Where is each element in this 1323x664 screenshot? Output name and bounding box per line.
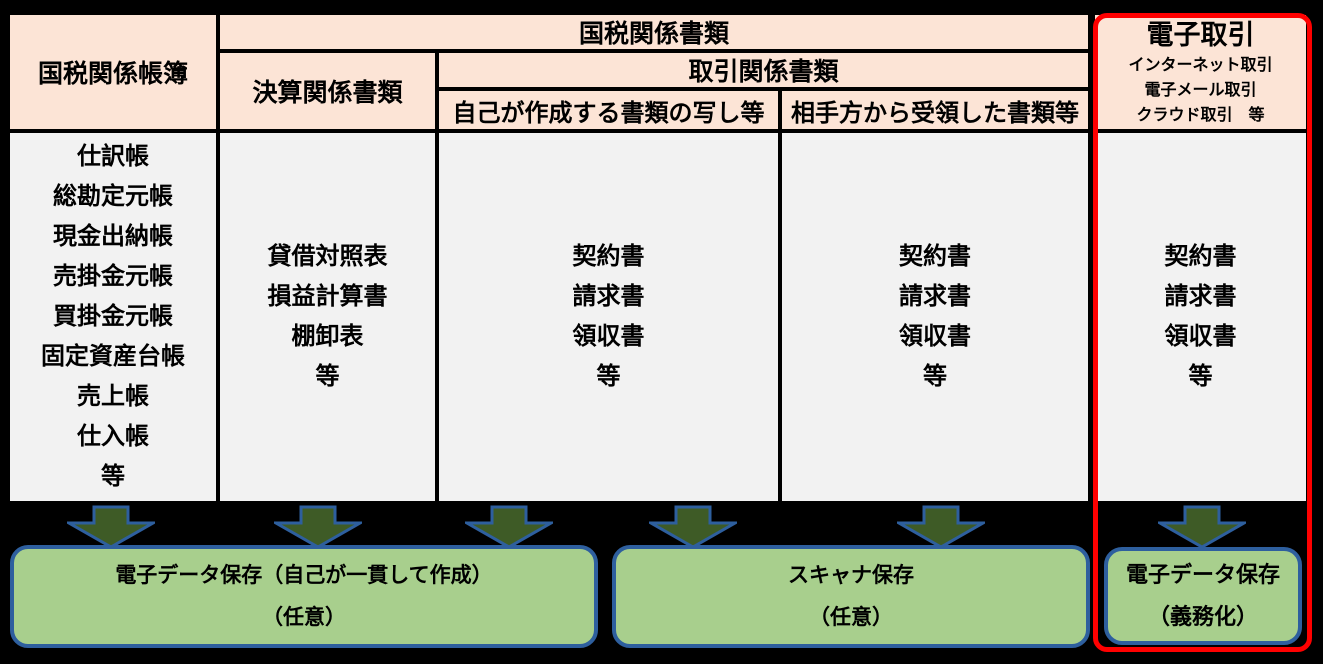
list-item: インターネット取引	[1128, 57, 1273, 74]
header-national-tax-documents: 国税関係書類	[220, 15, 1088, 49]
storage-box-line2: （任意）	[262, 605, 346, 629]
storage-box-line1: スキャナ保存	[788, 563, 914, 587]
storage-box-mandatory: 電子データ保存 （義務化）	[1104, 547, 1302, 645]
header-self-created-copies: 自己が作成する書類の写し等	[439, 91, 778, 129]
down-arrow-icon	[274, 505, 362, 549]
body-cell-books: 仕訳帳総勘定元帳現金出納帳売掛金元帳買掛金元帳固定資産台帳売上帳仕入帳等	[10, 133, 216, 501]
list-item: 等	[1188, 363, 1213, 390]
list-item: 棚卸表	[291, 323, 364, 350]
body-cell-received: 契約書請求書領収書等	[782, 133, 1088, 501]
list-item: 請求書	[572, 283, 645, 310]
header-electronic-transactions: 電子取引 インターネット取引電子メール取引クラウド取引 等	[1095, 15, 1306, 129]
list-item: 請求書	[899, 283, 971, 310]
list-item: 領収書	[1164, 323, 1237, 350]
list-item: 仕入帳	[77, 423, 149, 450]
list-item: 損益計算書	[267, 283, 388, 310]
header-national-tax-books: 国税関係帳簿	[10, 15, 216, 129]
body-cell-electronic: 契約書請求書領収書等	[1095, 133, 1306, 501]
down-arrow-icon	[1158, 505, 1246, 549]
list-item: 請求書	[1164, 283, 1237, 310]
header-transaction-documents: 取引関係書類	[439, 53, 1088, 87]
storage-box-electronic-data: 電子データ保存（自己が一貫して作成） （任意）	[10, 545, 598, 648]
list-item: クラウド取引 等	[1136, 107, 1265, 124]
down-arrow-icon	[67, 505, 155, 549]
list-item: 仕訳帳	[77, 143, 149, 170]
list-item: 等	[315, 363, 340, 390]
down-arrow-icon	[465, 505, 553, 549]
list-item: 買掛金元帳	[53, 303, 173, 330]
header-received-documents: 相手方から受領した書類等	[782, 91, 1088, 129]
list-item: 等	[923, 363, 947, 390]
electronic-transactions-title: 電子取引	[1146, 20, 1255, 50]
list-item: 契約書	[572, 243, 645, 270]
list-item: 契約書	[1164, 243, 1237, 270]
electronic-transactions-subtypes: インターネット取引電子メール取引クラウド取引 等	[1128, 53, 1272, 128]
list-item: 現金出納帳	[53, 223, 173, 250]
storage-box-line1: 電子データ保存	[1125, 562, 1280, 587]
down-arrow-icon	[897, 505, 985, 549]
header-settlement-documents: 決算関係書類	[220, 53, 435, 129]
list-item: 売掛金元帳	[53, 263, 173, 290]
storage-box-line2: （任意）	[809, 605, 893, 629]
list-item: 領収書	[899, 323, 971, 350]
list-item: 領収書	[572, 323, 645, 350]
body-cell-self-created: 契約書請求書領収書等	[439, 133, 778, 501]
list-item: 固定資産台帳	[41, 343, 185, 370]
list-item: 等	[596, 363, 621, 390]
list-item: 契約書	[899, 243, 971, 270]
storage-box-line1: 電子データ保存（自己が一貫して作成）	[115, 563, 493, 587]
body-cell-settlement: 貸借対照表損益計算書棚卸表等	[220, 133, 435, 501]
list-item: 売上帳	[77, 383, 149, 410]
list-item: 貸借対照表	[267, 243, 388, 270]
list-item: 電子メール取引	[1144, 82, 1257, 99]
list-item: 総勘定元帳	[53, 183, 173, 210]
down-arrow-icon	[649, 505, 737, 549]
storage-box-line2: （義務化）	[1147, 604, 1258, 629]
list-item: 等	[101, 463, 125, 490]
storage-box-scanner: スキャナ保存 （任意）	[612, 545, 1090, 648]
